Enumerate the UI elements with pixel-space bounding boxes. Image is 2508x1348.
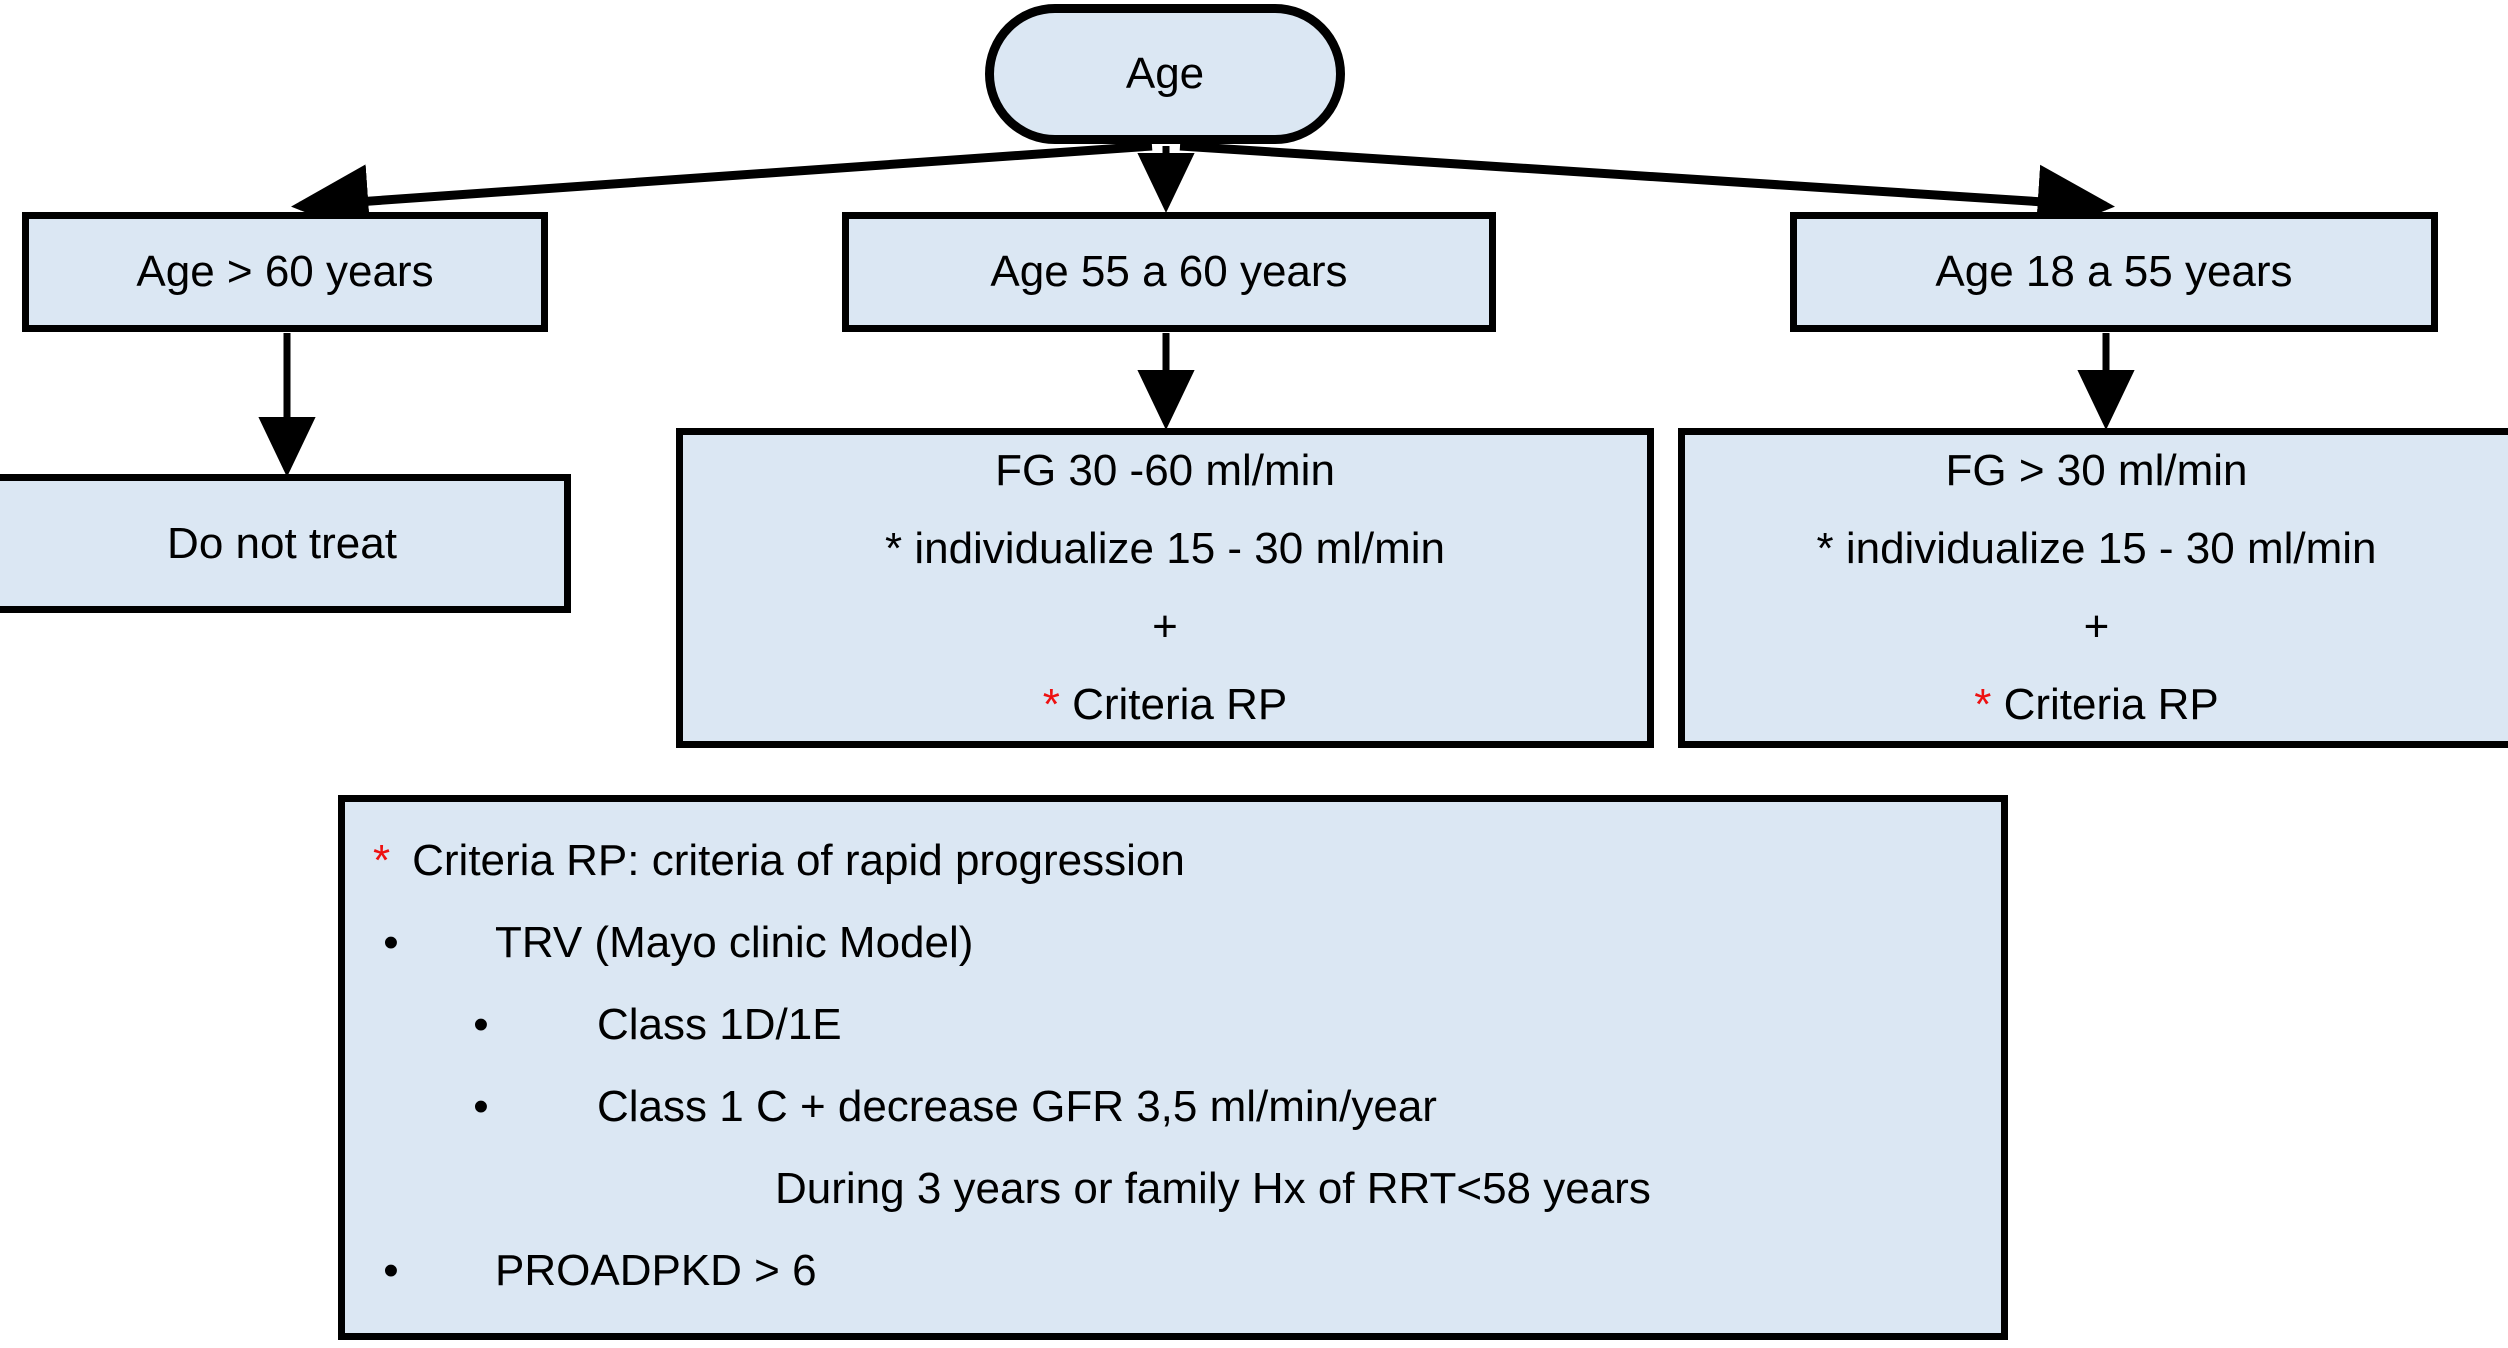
legend-item-proadpkd-text: PROADPKD > 6 [495, 1246, 817, 1295]
node-age-over-60[interactable]: Age > 60 years [22, 212, 548, 332]
fg-30-60-line-2: * individualize 15 - 30 ml/min [884, 524, 1446, 573]
fg-over-30-line-3: + [2083, 602, 2110, 651]
legend-heading-row: * Criteria RP: criteria of rapid progres… [345, 836, 2001, 886]
node-age[interactable]: Age [985, 4, 1345, 144]
bullet-icon: • [473, 1000, 489, 1049]
node-fg-over-30[interactable]: FG > 30 ml/min * individualize 15 - 30 m… [1678, 428, 2508, 748]
criteria-rp-asterisk-icon: * [1042, 680, 1060, 729]
node-age-label: Age [1125, 49, 1205, 98]
node-do-not-treat[interactable]: Do not treat [0, 474, 571, 613]
legend-item-class-1d-1e: • Class 1D/1E [345, 1000, 2001, 1050]
fg-over-30-criteria-rp-label: Criteria RP [1991, 680, 2219, 729]
node-fg-30-60[interactable]: FG 30 -60 ml/min * individualize 15 - 30… [676, 428, 1654, 748]
legend-item-trv: • TRV (Mayo clinic Model) [345, 918, 2001, 968]
fg-30-60-line-3: + [1152, 602, 1178, 651]
fg-over-30-line-2: * individualize 15 - 30 ml/min [1816, 524, 2377, 573]
fg-over-30-line-4: * Criteria RP [1974, 683, 2219, 727]
fg-30-60-criteria-rp-label: Criteria RP [1059, 680, 1288, 729]
legend-item-class-1d-1e-text: Class 1D/1E [597, 1000, 842, 1049]
node-age-over-60-label: Age > 60 years [136, 247, 434, 296]
fg-over-30-line-1: FG > 30 ml/min [1945, 446, 2248, 495]
node-do-not-treat-label: Do not treat [167, 518, 397, 568]
legend-item-class-1c: • Class 1 C + decrease GFR 3,5 ml/min/ye… [345, 1082, 2001, 1132]
fg-30-60-line-4: * Criteria RP [1043, 683, 1288, 727]
legend-heading-text: Criteria RP: criteria of rapid progressi… [412, 836, 1185, 885]
edge-age-to-over60 [291, 141, 1153, 239]
legend-criteria-rp: * Criteria RP: criteria of rapid progres… [338, 795, 2008, 1340]
legend-item-trv-text: TRV (Mayo clinic Model) [495, 918, 974, 967]
node-age-55-60-label: Age 55 a 60 years [990, 247, 1348, 296]
legend-item-class-1c-text: Class 1 C + decrease GFR 3,5 ml/min/year [597, 1082, 1437, 1131]
criteria-rp-asterisk-icon: * [1974, 680, 1992, 729]
legend-item-proadpkd: • PROADPKD > 6 [345, 1246, 2001, 1296]
node-age-18-55-label: Age 18 a 55 years [1935, 247, 2293, 296]
bullet-icon: • [473, 1082, 489, 1131]
legend-item-during-3-years-text: During 3 years or family Hx of RRT<58 ye… [775, 1164, 1651, 1213]
fg-30-60-line-1: FG 30 -60 ml/min [995, 446, 1335, 495]
node-age-55-60[interactable]: Age 55 a 60 years [842, 212, 1496, 332]
node-age-18-55[interactable]: Age 18 a 55 years [1790, 212, 2438, 332]
legend-item-during-3-years: During 3 years or family Hx of RRT<58 ye… [345, 1164, 2001, 1214]
legend-asterisk-icon: * [373, 836, 391, 885]
bullet-icon: • [383, 1246, 399, 1295]
bullet-icon: • [383, 918, 399, 967]
edge-age-to-18-55 [1179, 141, 2115, 239]
